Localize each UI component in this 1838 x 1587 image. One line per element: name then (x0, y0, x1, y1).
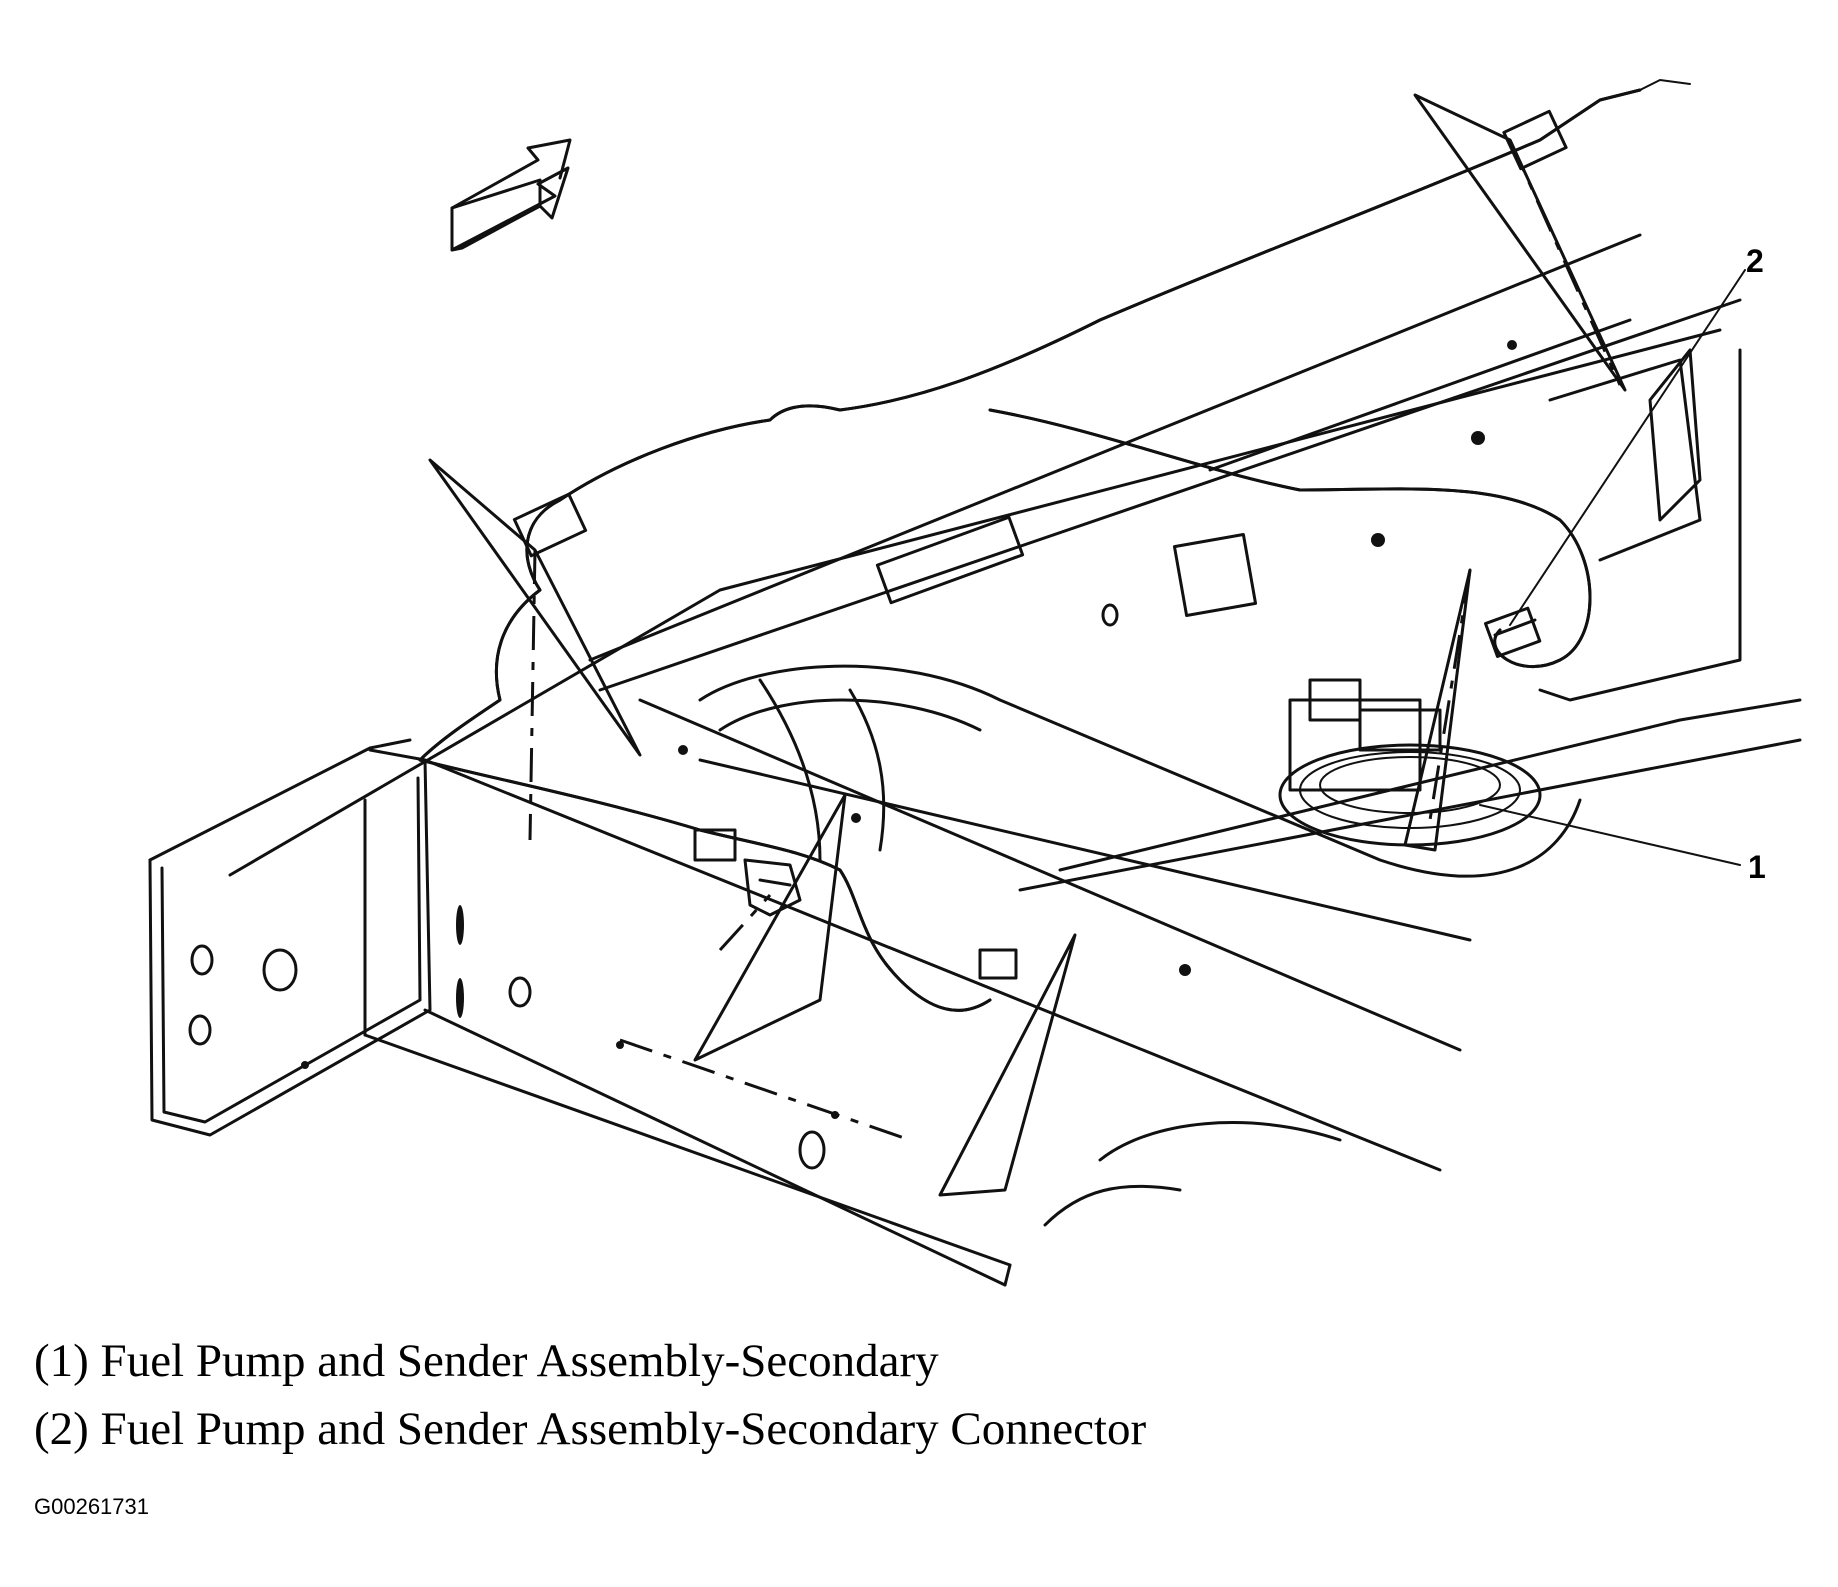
wiring-harness (418, 79, 1691, 1012)
pump-connector (1484, 606, 1542, 658)
legend-item-1: (1) Fuel Pump and Sender Assembly-Second… (34, 1335, 939, 1387)
frame-rail (148, 328, 1722, 1287)
upper-frame-rail (588, 233, 1802, 892)
figure-id: G00261731 (34, 1494, 149, 1519)
legend-item-2: (2) Fuel Pump and Sender Assembly-Second… (34, 1403, 1147, 1455)
callout-leaders (1479, 269, 1746, 866)
callout-1: 1 (1748, 849, 1766, 885)
callout-2: 2 (1746, 243, 1764, 279)
exploded-view-markers (428, 93, 1627, 1197)
harness-clips (512, 109, 1568, 980)
forward-arrow-icon (450, 138, 572, 252)
